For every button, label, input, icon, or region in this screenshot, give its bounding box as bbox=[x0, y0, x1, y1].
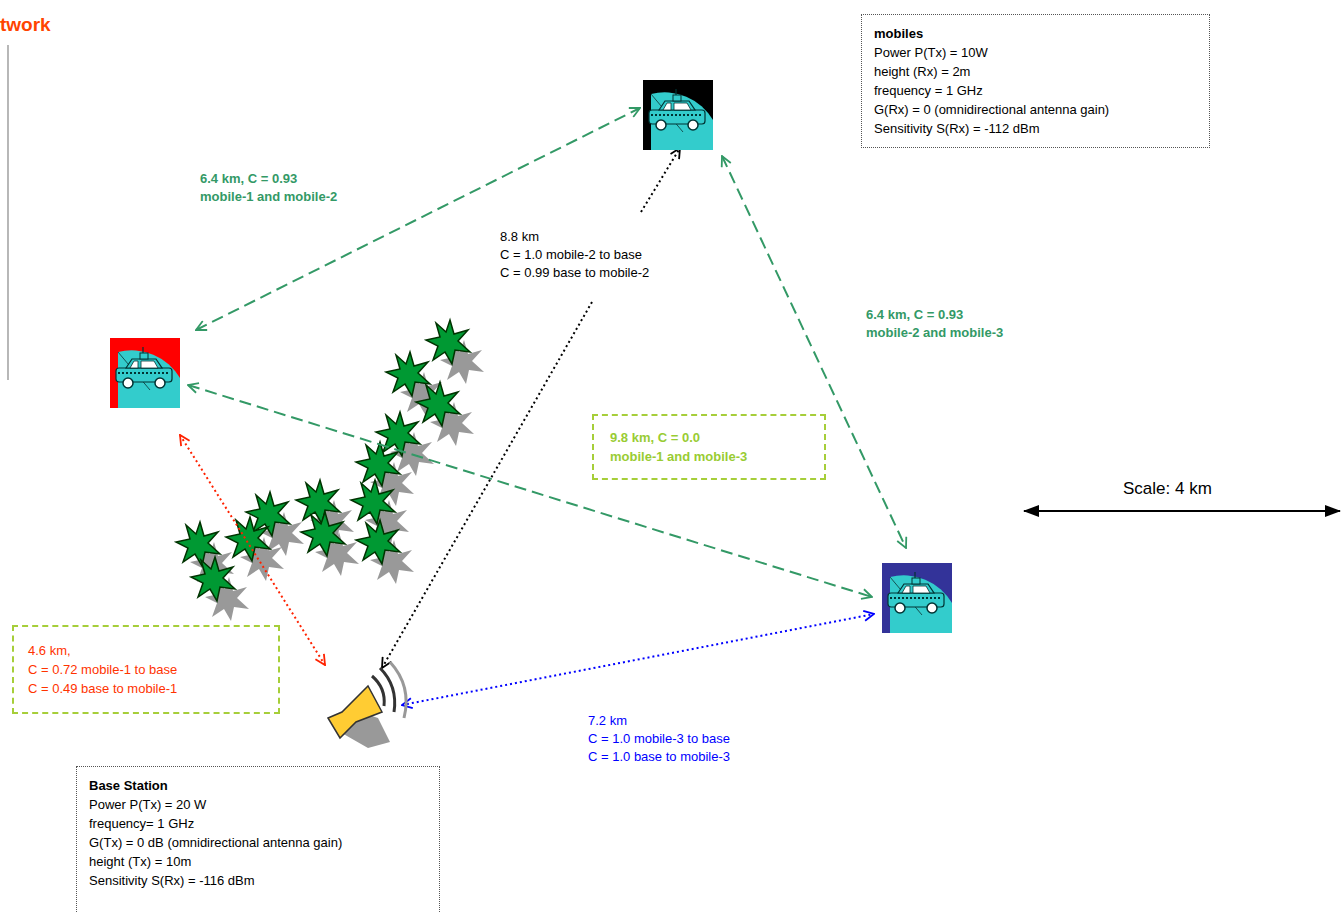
link-label: C = 0.99 base to mobile-2 bbox=[500, 264, 649, 282]
link-label: C = 1.0 mobile-3 to base bbox=[588, 730, 730, 748]
box-text: height (Tx) = 10m bbox=[89, 852, 427, 871]
link-label: C = 1.0 base to mobile-3 bbox=[588, 748, 730, 766]
box-text: Power P(Tx) = 20 W bbox=[89, 795, 427, 814]
box-heading: 9.8 km, C = 0.0 bbox=[610, 428, 808, 447]
box-text: Power P(Tx) = 10W bbox=[874, 43, 1197, 62]
box-heading: 4.6 km, bbox=[28, 641, 264, 660]
box-text: C = 0.72 mobile-1 to base bbox=[28, 660, 264, 679]
base-station-icon bbox=[328, 662, 406, 748]
link-label: 6.4 km, C = 0.93 bbox=[866, 306, 963, 324]
box-text: height (Rx) = 2m bbox=[874, 62, 1197, 81]
link-lines bbox=[180, 108, 1340, 705]
mobile-specs-box: mobilesPower P(Tx) = 10Wheight (Rx) = 2m… bbox=[861, 14, 1210, 148]
palm-trees bbox=[176, 320, 484, 621]
link-callout-box: 4.6 km,C = 0.72 mobile-1 to baseC = 0.49… bbox=[12, 625, 280, 714]
base-specs-box: Base StationPower P(Tx) = 20 Wfrequency=… bbox=[76, 766, 440, 912]
link-label: C = 1.0 mobile-2 to base bbox=[500, 246, 642, 264]
box-text: frequency = 1 GHz bbox=[874, 81, 1197, 100]
scale-label: Scale: 4 km bbox=[1120, 478, 1215, 500]
page-title: twork bbox=[0, 14, 51, 36]
link-label: mobile-1 and mobile-2 bbox=[200, 188, 337, 206]
box-heading: Base Station bbox=[89, 776, 427, 795]
box-text: mobile-1 and mobile-3 bbox=[610, 447, 808, 466]
box-heading: mobiles bbox=[874, 24, 1197, 43]
box-text: G(Rx) = 0 (omnidirectional antenna gain) bbox=[874, 100, 1197, 119]
link-label: 8.8 km bbox=[500, 228, 539, 246]
link-label: mobile-2 and mobile-3 bbox=[866, 324, 1003, 342]
link-label: 6.4 km, C = 0.93 bbox=[200, 170, 297, 188]
box-text: Sensitivity S(Rx) = -112 dBm bbox=[874, 119, 1197, 138]
link-callout-box: 9.8 km, C = 0.0mobile-1 and mobile-3 bbox=[592, 414, 826, 480]
box-text: Sensitivity S(Rx) = -116 dBm bbox=[89, 871, 427, 890]
link-label: 7.2 km bbox=[588, 712, 627, 730]
box-text: frequency= 1 GHz bbox=[89, 814, 427, 833]
mobile-icons bbox=[110, 80, 952, 633]
box-text: G(Tx) = 0 dB (omnidirectional antenna ga… bbox=[89, 833, 427, 852]
box-text: C = 0.49 base to mobile-1 bbox=[28, 679, 264, 698]
